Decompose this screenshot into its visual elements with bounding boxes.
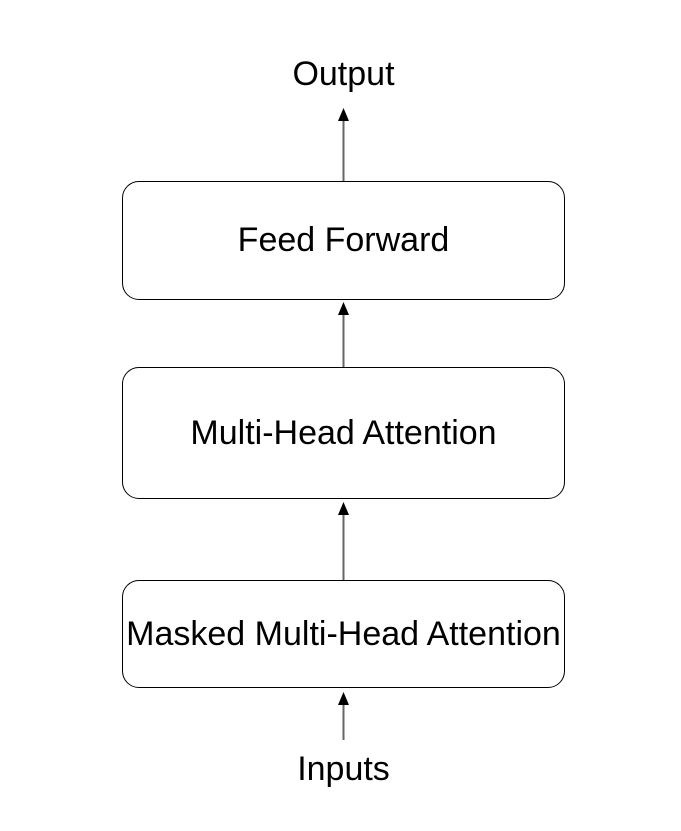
node-multi-head-attention: Multi-Head Attention bbox=[122, 367, 565, 499]
output-label: Output bbox=[292, 55, 395, 93]
inputs-label: Inputs bbox=[297, 750, 390, 788]
node-feed-forward: Feed Forward bbox=[122, 181, 565, 300]
arrow-inputs-to-masked bbox=[338, 692, 349, 740]
arrow-multi-head-to-feed-forward bbox=[338, 302, 349, 367]
node-masked-multi-head-attention: Masked Multi-Head Attention bbox=[122, 580, 565, 688]
node-feed-forward-label: Feed Forward bbox=[237, 221, 450, 259]
node-multi-head-attention-label: Multi-Head Attention bbox=[190, 413, 497, 452]
node-masked-multi-head-attention-label: Masked Multi-Head Attention bbox=[126, 614, 561, 653]
arrow-feed-forward-to-output bbox=[338, 108, 349, 181]
arrow-masked-to-multi-head bbox=[338, 502, 349, 580]
